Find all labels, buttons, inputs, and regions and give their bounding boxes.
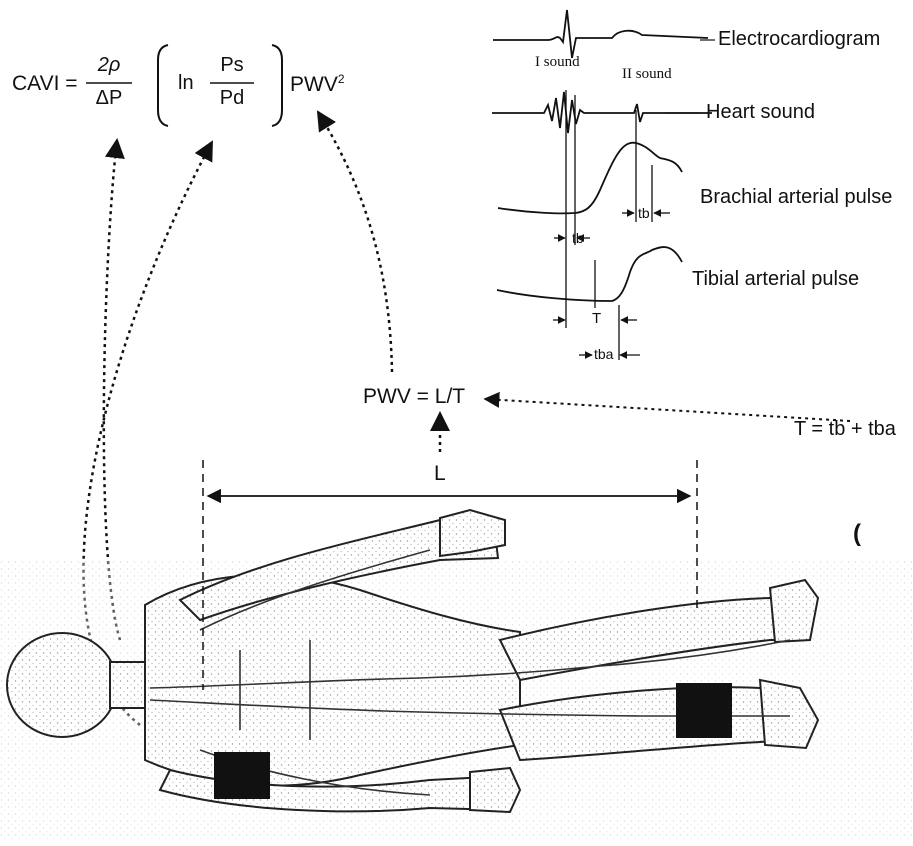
ankle-cuff	[676, 683, 732, 738]
lower-hand	[470, 768, 520, 812]
brachial-pulse-trace	[498, 143, 682, 214]
pwv-term-text: PWV	[290, 73, 338, 96]
coef-denominator: ΔP	[86, 87, 132, 110]
tibial-label: Tibial arterial pulse	[692, 268, 859, 291]
body-figure	[0, 510, 913, 841]
ecg-trace	[493, 10, 708, 58]
brachial-label: Brachial arterial pulse	[700, 186, 892, 209]
timing-markers	[566, 90, 652, 360]
interval-arrows	[553, 213, 670, 355]
pwv-equation: PWV = L/T	[363, 385, 465, 409]
stray-mark: (	[853, 520, 861, 548]
sound2-label: II sound	[622, 66, 672, 83]
head	[7, 633, 117, 737]
sound1-label: I sound	[535, 54, 580, 71]
tb-upper-label: tb	[638, 205, 650, 221]
heart-sound-label: Heart sound	[706, 101, 815, 124]
waveform-traces	[492, 10, 712, 301]
upper-foot	[770, 580, 818, 642]
length-label: L	[434, 462, 446, 486]
tibial-pulse-trace	[497, 247, 682, 301]
pwv-term: PWV2	[290, 72, 345, 97]
T-interval-label: T	[592, 310, 601, 327]
cavi-label: CAVI =	[12, 72, 78, 96]
t-equation: T = tb + tba	[794, 418, 896, 441]
tba-label: tba	[594, 346, 613, 362]
ln-label: ln	[178, 72, 194, 95]
ln-numerator: Ps	[210, 54, 254, 77]
ecg-label: Electrocardiogram	[718, 28, 880, 51]
arm-cuff	[214, 752, 270, 799]
coef-numerator: 2ρ	[86, 54, 132, 77]
ln-denominator: Pd	[210, 87, 254, 110]
pwv-exponent: 2	[338, 72, 345, 86]
tb-lower-label: tb	[572, 230, 584, 246]
